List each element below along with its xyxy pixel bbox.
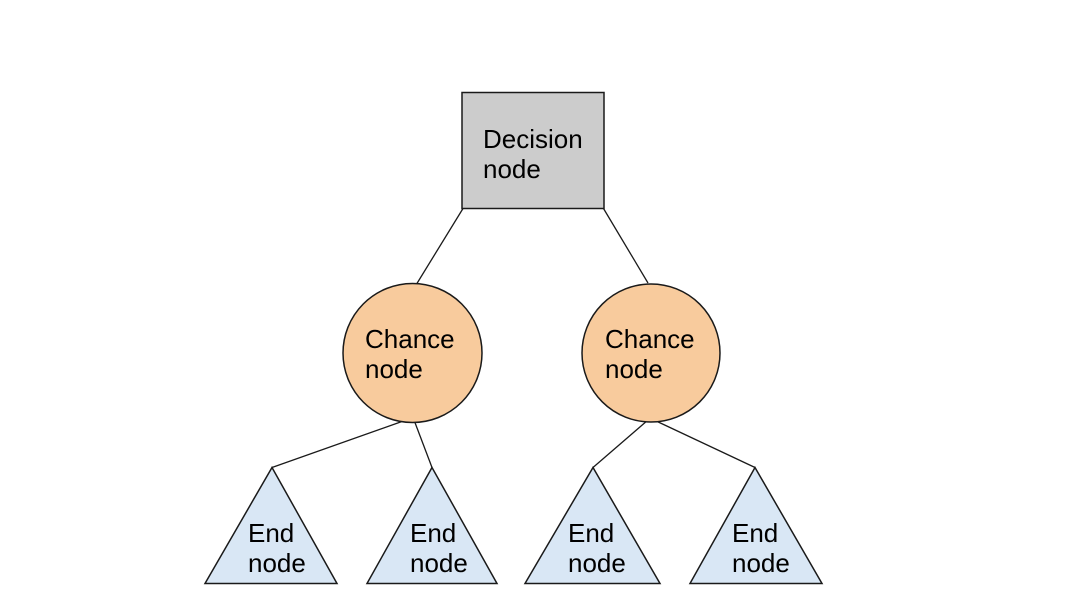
end-node-3-label: End node: [568, 518, 626, 578]
chance-node-right-label: Chance node: [605, 324, 695, 384]
edge-chance-left-to-end-2: [413, 419, 433, 468]
decision-node-shape: [461, 91, 605, 210]
chance-node-left-shape: [342, 282, 483, 424]
edge-decision-to-chance-right: [602, 208, 649, 284]
end-node-2-label: End node: [410, 518, 468, 578]
decision-node-label: Decision node: [483, 124, 583, 184]
edge-chance-right-to-end-4: [653, 419, 756, 469]
end-node-4-label: End node: [732, 518, 790, 578]
edge-decision-to-chance-left: [415, 208, 464, 286]
end-node-1-shape: [203, 465, 339, 585]
end-node-2-shape: [365, 465, 499, 585]
end-node-1-label: End node: [248, 518, 306, 578]
end-node-4-shape: [688, 465, 824, 585]
edge-chance-left-to-end-1: [271, 418, 410, 469]
end-node-3-shape: [523, 466, 662, 585]
edge-chance-right-to-end-3: [592, 419, 649, 468]
chance-node-right-shape: [581, 283, 721, 423]
chance-node-left-label: Chance node: [365, 324, 455, 384]
